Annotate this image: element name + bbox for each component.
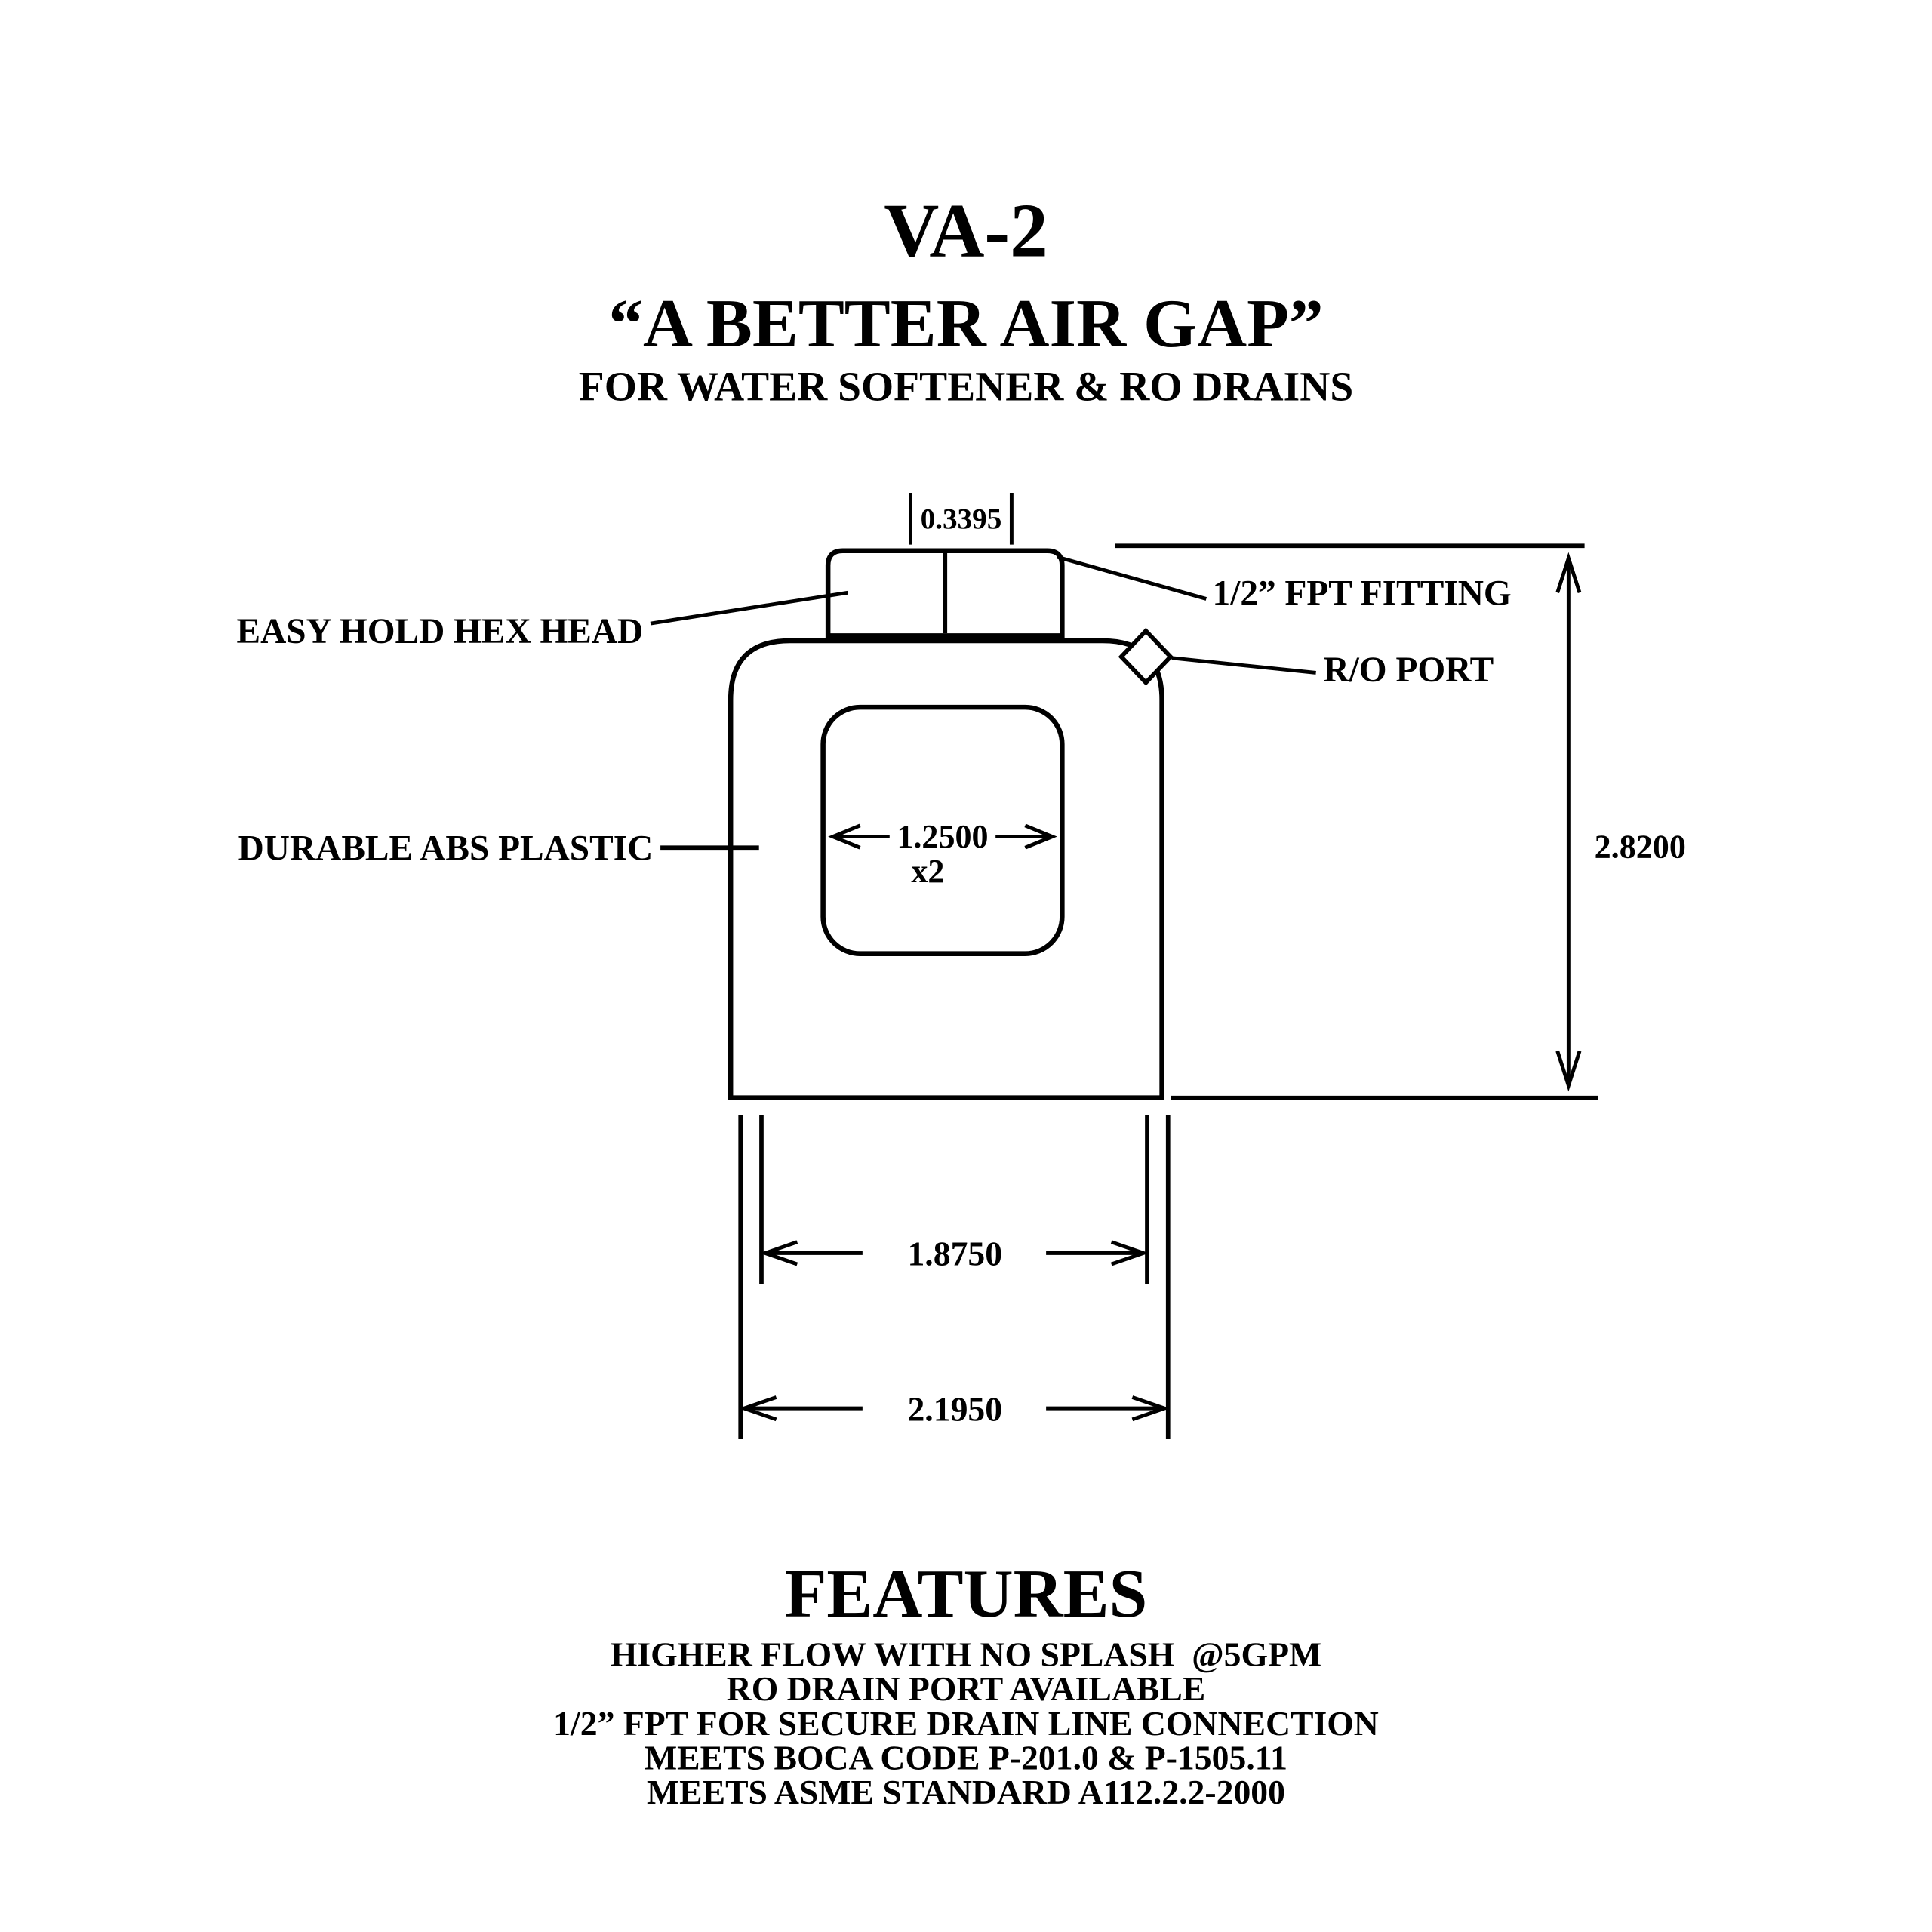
dim-height-arrowhead-top — [1555, 552, 1582, 594]
dim-height-value: 2.8200 — [1595, 828, 1686, 865]
dim-height-arrowhead-bottom — [1555, 1050, 1582, 1092]
dim-cap-width-value: 0.3395 — [921, 503, 1002, 535]
features-heading: FEATURES — [785, 1555, 1148, 1632]
dim-body-width-left-arrowhead — [759, 1240, 798, 1266]
label-fpt-fitting: 1/2” FPT FITTING — [1213, 574, 1512, 614]
feature-item: MEETS BOCA CODE P-201.0 & P-1505.11 — [645, 1738, 1287, 1777]
dim-window-right-arrowhead — [1024, 823, 1057, 850]
dim-overall-width-left-arrowhead — [738, 1395, 777, 1422]
window-outline — [820, 704, 1065, 956]
leader-fpt-fitting — [1057, 555, 1208, 601]
label-abs-plastic: DURABLE ABS PLASTIC — [238, 829, 654, 869]
model-title: VA-2 — [884, 189, 1048, 273]
feature-item: 1/2” FPT FOR SECURE DRAIN LINE CONNECTIO… — [553, 1704, 1379, 1743]
dim-window-count: x2 — [911, 853, 944, 890]
feature-item: MEETS ASME STANDARD A112.2.2-2000 — [647, 1773, 1285, 1811]
dim-window-width-value: 1.2500 — [897, 818, 988, 855]
dim-body-width-right-arrowhead — [1110, 1240, 1149, 1266]
dim-overall-width-value: 2.1950 — [907, 1389, 1002, 1428]
dim-window-left-arrowhead — [828, 823, 861, 850]
leader-hex-head — [650, 590, 848, 626]
leader-ro-port — [1171, 656, 1316, 675]
ro-port-diamond — [1118, 627, 1174, 686]
dim-body-width-value: 1.8750 — [907, 1235, 1002, 1273]
label-ro-port: R/O PORT — [1323, 651, 1494, 690]
subtitle: FOR WATER SOFTENER & RO DRAINS — [579, 365, 1353, 411]
label-hex-head: EASY HOLD HEX HEAD — [237, 612, 644, 651]
dim-overall-width-right-arrowhead — [1131, 1395, 1171, 1422]
feature-item: HIGHER FLOW WITH NO SPLASH @5GPM — [611, 1635, 1321, 1673]
tagline: “A BETTER AIR GAP” — [608, 285, 1323, 361]
feature-item: RO DRAIN PORT AVAILABLE — [727, 1669, 1206, 1708]
